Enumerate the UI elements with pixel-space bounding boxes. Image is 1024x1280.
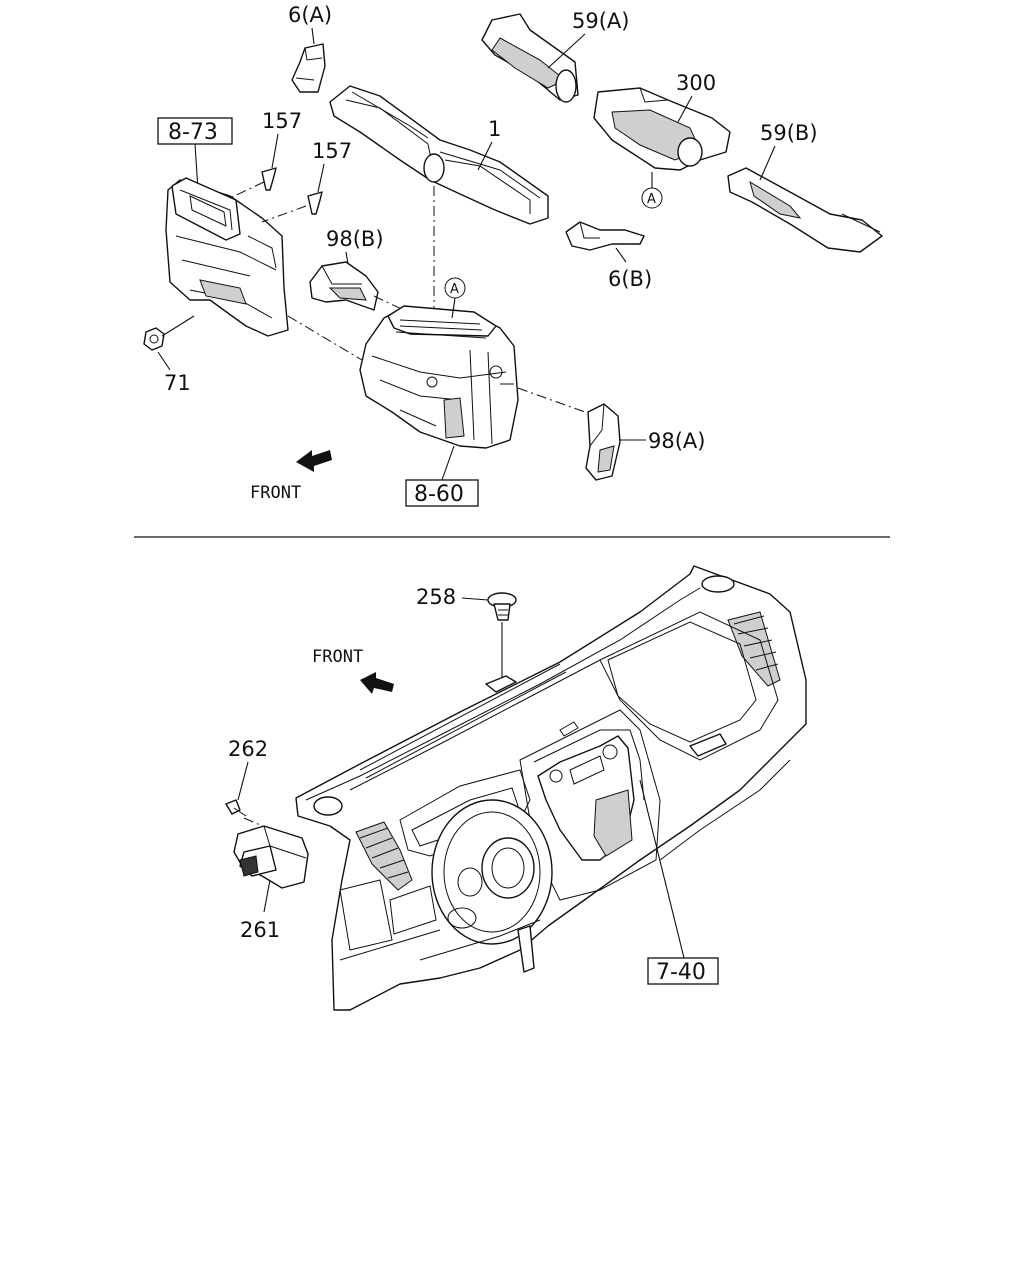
part-59b-duct <box>727 167 883 253</box>
ref-label-8-73: 8-73 <box>168 120 218 145</box>
instrument-panel <box>295 565 807 1011</box>
part-1-duct <box>329 85 549 225</box>
label-71: 71 <box>164 371 191 395</box>
part-98b-duct <box>309 261 379 311</box>
label-300: 300 <box>676 71 716 95</box>
centerline-157-a <box>229 181 265 199</box>
leader-8-60 <box>441 445 455 481</box>
label-261: 261 <box>240 918 280 942</box>
part-6a-duct <box>291 43 326 93</box>
label-262: 262 <box>228 737 268 761</box>
centerline-98a <box>517 387 597 417</box>
screw-157-a <box>261 167 277 191</box>
front-label-bottom: FRONT <box>312 647 363 667</box>
blower-unit <box>165 177 289 337</box>
label-59b: 59(B) <box>760 121 818 145</box>
ref-circle-a-top <box>641 187 663 209</box>
centerline-blower <box>287 315 363 361</box>
leader-71-line <box>161 315 195 337</box>
part-6b-duct <box>565 221 645 251</box>
label-98a: 98(A) <box>648 429 705 453</box>
ref-a-top: A <box>647 192 656 207</box>
leader-6b <box>615 247 627 263</box>
screw-157-b <box>307 191 323 215</box>
front-arrow-top-icon <box>296 450 332 472</box>
label-6a: 6(A) <box>288 3 332 27</box>
clip-258-hole <box>485 675 517 693</box>
leader-98b <box>345 251 349 265</box>
module-261 <box>233 825 309 889</box>
leader-71 <box>157 351 171 371</box>
ref-box-8-73 <box>157 117 233 145</box>
leader-300 <box>677 95 693 123</box>
ref-label-7-40: 7-40 <box>656 960 706 985</box>
part-59a-duct <box>481 13 579 103</box>
front-arrow-bottom-icon <box>360 672 394 694</box>
leader-261 <box>263 879 271 913</box>
leader-6a <box>311 27 315 45</box>
label-1: 1 <box>488 117 501 141</box>
part-300-duct <box>593 87 731 171</box>
label-59a: 59(A) <box>572 9 629 33</box>
leader-157-b <box>317 163 325 193</box>
leader-59b <box>759 145 776 181</box>
leader-258 <box>461 597 489 601</box>
ref-box-7-40 <box>647 957 719 985</box>
nut-71 <box>143 327 165 351</box>
leader-1 <box>477 141 493 171</box>
label-98b: 98(B) <box>326 227 384 251</box>
leader-a-unit <box>451 297 456 319</box>
part-98a-duct <box>585 403 621 481</box>
bolt-262 <box>225 799 247 817</box>
clip-258 <box>487 592 517 621</box>
leader-7-40 <box>639 779 685 959</box>
label-157-a: 157 <box>262 109 302 133</box>
label-258: 258 <box>416 585 456 609</box>
leader-262 <box>237 761 249 801</box>
front-label-top: FRONT <box>250 483 301 503</box>
leader-59a <box>547 33 586 69</box>
centerline-98b <box>373 295 409 313</box>
leader-157-a <box>271 133 279 169</box>
ref-label-8-60: 8-60 <box>414 482 464 507</box>
centerline-157-b <box>261 205 307 223</box>
ref-a-unit: A <box>450 282 459 297</box>
label-157-b: 157 <box>312 139 352 163</box>
heater-unit <box>359 305 519 449</box>
label-6b: 6(B) <box>608 267 652 291</box>
